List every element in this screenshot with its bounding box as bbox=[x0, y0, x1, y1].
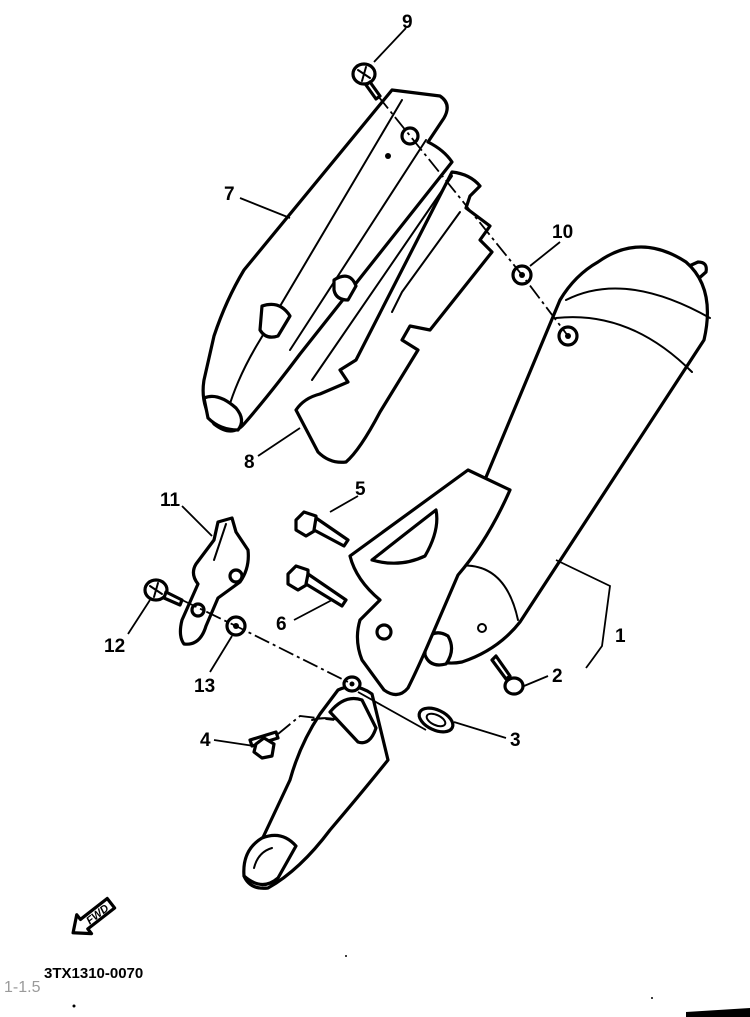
scan-stamp: 1-1.5 bbox=[4, 979, 41, 996]
scan-speck-2 bbox=[345, 955, 347, 957]
inner-heat-protector bbox=[294, 170, 494, 464]
leader-4 bbox=[213, 739, 255, 747]
exhaust-pipe-inlet bbox=[242, 833, 298, 887]
drawing-code: 3TX1310-0070 bbox=[44, 965, 143, 982]
screw-12-shank bbox=[162, 590, 184, 607]
bolt-6-head bbox=[286, 564, 310, 592]
callout-6: 6 bbox=[276, 614, 287, 635]
protector-tab-middle bbox=[332, 274, 358, 302]
bolt-6 bbox=[286, 564, 348, 608]
bolt-5 bbox=[294, 510, 350, 548]
protector-outer-shell bbox=[201, 88, 454, 433]
outer-heat-protector bbox=[201, 88, 454, 433]
leader-8 bbox=[257, 427, 301, 457]
bolt-4-head bbox=[252, 736, 276, 760]
muffler-mounting-bracket bbox=[348, 468, 512, 697]
bolt-4 bbox=[248, 730, 280, 760]
alignment-line-4 bbox=[277, 715, 335, 735]
exhaust-joint-flange bbox=[328, 696, 378, 745]
protector-hole-dot bbox=[385, 153, 391, 159]
gasket-3-inner bbox=[425, 712, 447, 728]
partial-page-mark bbox=[686, 1008, 750, 1017]
callout-1: 1 bbox=[615, 626, 626, 647]
callout-8: 8 bbox=[244, 452, 255, 473]
leader-13 bbox=[209, 635, 233, 673]
leader-2 bbox=[523, 675, 549, 687]
callout-5: 5 bbox=[355, 479, 366, 500]
screw-9 bbox=[351, 62, 382, 101]
callout-2: 2 bbox=[552, 666, 563, 687]
inner-protector-edge bbox=[311, 175, 453, 381]
callout-13: 13 bbox=[194, 676, 215, 697]
gasket-3 bbox=[417, 706, 455, 734]
screw-2-head bbox=[503, 676, 525, 696]
callout-labels: 1 2 3 4 5 6 7 8 9 10 11 12 13 bbox=[104, 12, 626, 751]
callout-10: 10 bbox=[552, 222, 573, 243]
screw-9-cross bbox=[357, 66, 371, 82]
protector-fold-line-2 bbox=[289, 139, 427, 351]
muffler-end-band-2 bbox=[555, 316, 693, 373]
leader-3 bbox=[453, 721, 507, 739]
leader-5 bbox=[329, 495, 359, 513]
leader-3b bbox=[357, 691, 427, 731]
muffler-body bbox=[416, 245, 710, 665]
leader-6 bbox=[293, 599, 333, 621]
inner-protector-cutout bbox=[391, 211, 461, 313]
screw-2-hole bbox=[477, 623, 487, 633]
leader-12 bbox=[127, 599, 151, 635]
forward-direction-arrow: FWD bbox=[71, 896, 117, 936]
screw-2 bbox=[477, 623, 525, 696]
protector-lower-lip bbox=[202, 394, 244, 432]
bolt-5-shank bbox=[312, 516, 350, 548]
gasket-3-ring bbox=[417, 706, 455, 734]
leader-11 bbox=[181, 505, 213, 537]
screw-12 bbox=[143, 578, 184, 607]
screw-9-shank bbox=[364, 80, 382, 101]
scan-speck bbox=[72, 1004, 76, 1008]
leader-10 bbox=[529, 241, 561, 267]
protector-tab-lower bbox=[258, 302, 292, 339]
leader-9 bbox=[373, 27, 407, 63]
muffler-end-band bbox=[565, 287, 711, 319]
scan-speck-3 bbox=[651, 997, 653, 999]
callout-11: 11 bbox=[160, 490, 181, 511]
leader-lines bbox=[127, 27, 611, 747]
alignment-lines bbox=[181, 95, 569, 735]
callout-3: 3 bbox=[510, 730, 521, 751]
callout-7: 7 bbox=[224, 184, 235, 205]
callout-9: 9 bbox=[402, 12, 413, 33]
bolt-6-shank bbox=[304, 572, 348, 608]
fwd-arrow-shape bbox=[71, 896, 117, 936]
screw-2-shank bbox=[490, 654, 512, 681]
callout-12: 12 bbox=[104, 636, 125, 657]
bracket-hole bbox=[375, 623, 393, 641]
muffler-assembly bbox=[242, 245, 711, 890]
bracket-slot bbox=[370, 508, 439, 565]
alignment-line-9-10 bbox=[377, 95, 569, 337]
alignment-line-12-13 bbox=[181, 599, 353, 685]
callout-4: 4 bbox=[200, 730, 211, 751]
bolt-5-head bbox=[294, 510, 318, 538]
inner-protector-plate bbox=[294, 170, 494, 464]
exhaust-pipe-inlet-inner bbox=[253, 847, 273, 869]
stay-bracket-edge bbox=[213, 523, 227, 561]
screw-12-cross bbox=[149, 582, 163, 598]
leader-7 bbox=[239, 197, 291, 219]
leader-1 bbox=[555, 559, 611, 669]
muffler-inlet-socket bbox=[423, 631, 454, 667]
stay-bracket-hole bbox=[228, 568, 244, 584]
